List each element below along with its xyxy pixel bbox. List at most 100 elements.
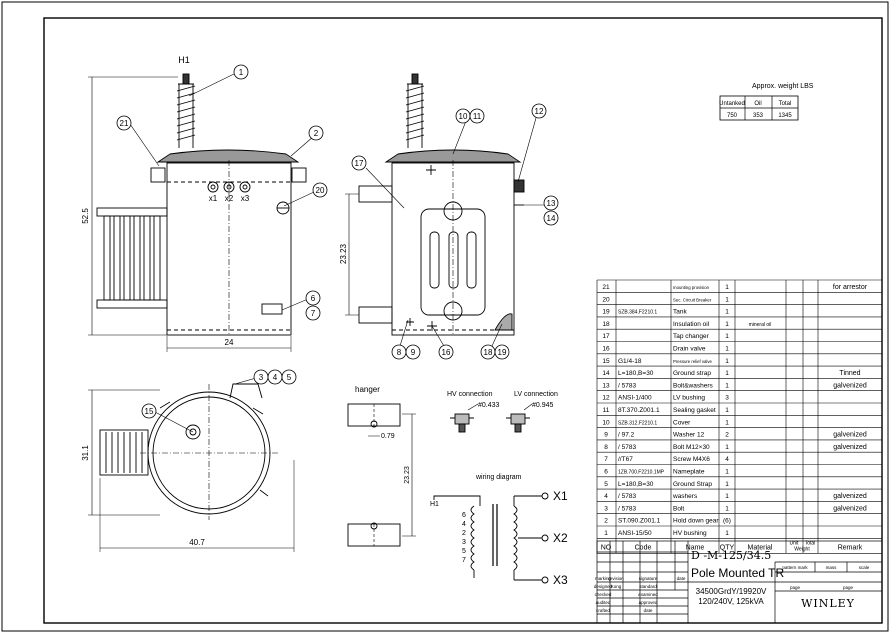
bom-no: 2 bbox=[604, 518, 608, 525]
bom-qty: 1 bbox=[725, 358, 729, 365]
bom-code: SZB.312.F2210.1 bbox=[618, 420, 657, 426]
balloon: 20 bbox=[316, 186, 325, 195]
bom-qty: 1 bbox=[725, 530, 729, 537]
bom-remark: galvenized bbox=[833, 432, 867, 439]
dim-plan-width: 40.7 bbox=[189, 538, 205, 547]
coil-tap: 4 bbox=[462, 521, 466, 528]
bom-header-code: Code bbox=[635, 544, 652, 551]
tb-kong: Kong bbox=[611, 584, 622, 589]
weight-title: Approx. weight LBS bbox=[752, 83, 814, 90]
bom-code: L=180,B=30 bbox=[618, 370, 654, 377]
bom-name: Cover bbox=[673, 419, 691, 426]
company-name: WINLEY bbox=[801, 597, 855, 610]
balloon: 12 bbox=[535, 107, 544, 116]
bom-header-total: Total bbox=[805, 540, 816, 546]
bom-code: L=180,B=30 bbox=[618, 481, 654, 488]
bom-qty: 1 bbox=[725, 296, 729, 303]
hanger-bottom-side bbox=[358, 306, 393, 324]
bom-name: Insulation oil bbox=[673, 321, 710, 328]
hanger-right-front bbox=[291, 167, 307, 183]
bom-code: ANSI-1/400 bbox=[618, 395, 652, 402]
coil-tap: 7 bbox=[462, 557, 466, 564]
bom-qty: 1 bbox=[725, 309, 729, 316]
dim-plan-depth: 31.1 bbox=[81, 445, 90, 461]
bom-no: 17 bbox=[602, 333, 610, 340]
bom-qty: 1 bbox=[725, 321, 729, 328]
bom-remark: galvenized bbox=[833, 505, 867, 512]
front-view bbox=[88, 72, 315, 352]
x1-label: x1 bbox=[209, 194, 218, 203]
weight-value: 750 bbox=[727, 113, 738, 119]
plan-balloons: 3 4 5 15 bbox=[141, 369, 297, 419]
balloon: 4 bbox=[273, 373, 278, 382]
drawing-number: D -M-125/34.5 bbox=[691, 549, 771, 562]
bom-name: mounting provision bbox=[673, 285, 710, 290]
bom-name: Washer 12 bbox=[673, 432, 705, 439]
bom-code: / 5783 bbox=[618, 505, 636, 512]
bom-remark: galvenized bbox=[833, 382, 867, 389]
bom-header-qty: QTY bbox=[720, 544, 735, 551]
bom-code: / 97.2 bbox=[618, 432, 635, 439]
bom-name: Tank bbox=[673, 309, 687, 316]
tb-marking: marking bbox=[595, 576, 612, 581]
tb-pattern-mark: pattern mark bbox=[782, 565, 808, 570]
bom-no: 8 bbox=[604, 444, 608, 451]
balloon: 3 bbox=[259, 373, 264, 382]
tb-mass: mass bbox=[826, 565, 838, 570]
bom-no: 14 bbox=[602, 370, 610, 377]
bom-qty: 1 bbox=[725, 419, 729, 426]
bom-qty: 1 bbox=[725, 370, 729, 377]
bom-no: 13 bbox=[602, 382, 610, 389]
tb-date2: date bbox=[644, 608, 653, 613]
bom-name: Sealing gasket bbox=[673, 407, 716, 414]
tb-designed: designed bbox=[594, 584, 613, 589]
bom-name: Tap changer bbox=[673, 333, 710, 340]
h1-label: H1 bbox=[178, 55, 190, 65]
bom-header-no: NO bbox=[601, 544, 612, 551]
wiring-title: wiring diagram bbox=[475, 474, 522, 481]
dim-hanger-gap: 0.79 bbox=[381, 433, 395, 440]
bom-qty: 2 bbox=[725, 432, 729, 439]
bom-code: / 5783 bbox=[618, 444, 636, 451]
hv-connection-value: #0.433 bbox=[478, 402, 500, 409]
hanger-left-front bbox=[150, 167, 166, 183]
tb-examined: examined bbox=[638, 592, 658, 597]
dim-side-height: 23.23 bbox=[339, 243, 348, 264]
balloon: 1 bbox=[239, 68, 244, 77]
hv-bushing-plan bbox=[185, 424, 201, 440]
bom-name: Bolt bbox=[673, 505, 684, 512]
dim-height: 52.5 bbox=[81, 208, 90, 224]
plan-view bbox=[88, 377, 295, 552]
nameplate-front bbox=[261, 303, 283, 315]
tb-page: page bbox=[790, 585, 801, 590]
bom-remark: galvenized bbox=[833, 493, 867, 500]
tb-signature: signature bbox=[639, 576, 658, 581]
bom-qty: 4 bbox=[725, 456, 729, 463]
bom-no: 5 bbox=[604, 481, 608, 488]
bom-code: / 5783 bbox=[618, 493, 636, 500]
dim-width: 24 bbox=[225, 338, 234, 347]
balloon: 9 bbox=[411, 348, 416, 357]
x2-label: x2 bbox=[225, 194, 234, 203]
bom-name: Hold down gear bbox=[673, 518, 719, 525]
bom-qty: (6) bbox=[723, 518, 731, 525]
bom-qty: 1 bbox=[725, 407, 729, 414]
tb-scale: scale bbox=[859, 565, 870, 570]
bom-code: //T67 bbox=[618, 456, 633, 463]
weight-value: 353 bbox=[753, 113, 764, 119]
weight-value: 1345 bbox=[778, 113, 792, 119]
tb-crafted: crafted bbox=[596, 608, 610, 613]
lv-connection-value: #0.945 bbox=[532, 402, 554, 409]
bom-code: 8T.370.Z001.1 bbox=[618, 407, 660, 414]
terminal-x3: X3 bbox=[553, 573, 568, 587]
radiators-plan bbox=[99, 429, 149, 476]
bom-no: 3 bbox=[604, 505, 608, 512]
bom-no: 20 bbox=[602, 296, 610, 303]
bom-name: washers bbox=[672, 493, 698, 500]
coil-tap: 2 bbox=[462, 530, 466, 537]
bom-material: mineral oil bbox=[749, 322, 772, 328]
bom-code: G1/4-18 bbox=[618, 358, 642, 365]
balloon: 6 bbox=[311, 294, 316, 303]
side-view bbox=[345, 73, 544, 347]
